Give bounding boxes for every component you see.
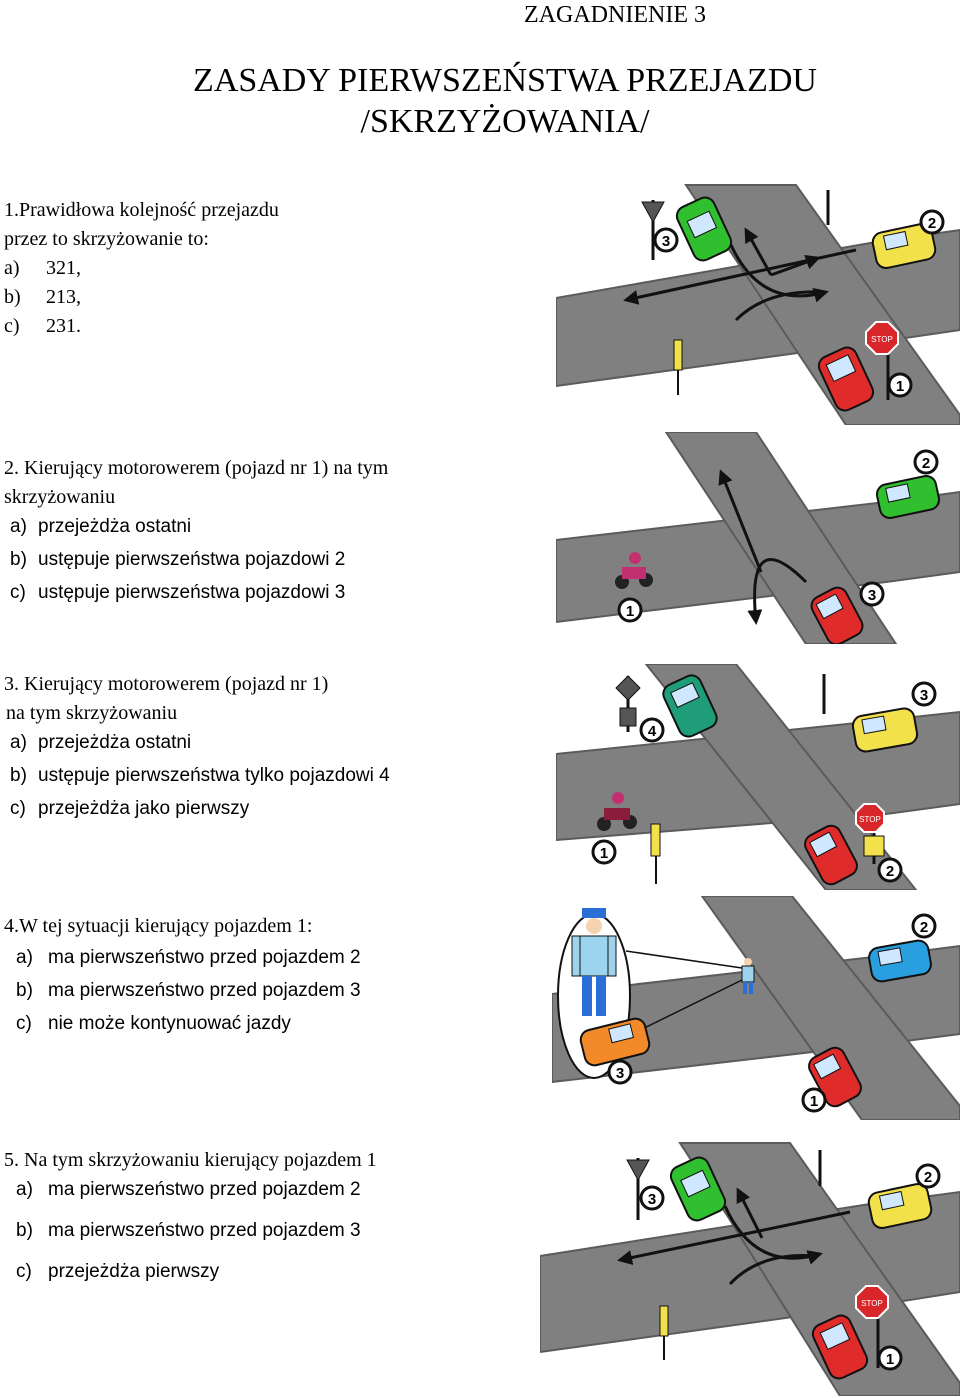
intersection-diagram-4: 2 3 1 bbox=[552, 896, 960, 1120]
question-1-option-b[interactable]: b)213, bbox=[4, 286, 81, 308]
road-vertical bbox=[678, 1142, 960, 1396]
marker-3: 3 bbox=[911, 681, 937, 707]
marker-2: 2 bbox=[911, 913, 937, 939]
question-4-line1: 4.W tej sytuacji kierujący pojazdem 1: bbox=[4, 915, 313, 937]
svg-text:1: 1 bbox=[810, 1093, 818, 1110]
question-2-option-b[interactable]: b)ustępuje pierwszeństwa pojazdowi 2 bbox=[10, 549, 346, 570]
intersection-diagram-5: STOP 3 2 1 bbox=[540, 1138, 960, 1396]
priority-road-sign bbox=[615, 675, 641, 701]
question-1-option-c[interactable]: c)231. bbox=[4, 315, 81, 337]
moped-rider bbox=[597, 792, 637, 831]
topic-heading: ZAGADNIENIE 3 bbox=[524, 2, 706, 28]
question-5-option-b[interactable]: b)ma pierwszeństwo przed pojazdem 3 bbox=[16, 1220, 361, 1241]
svg-text:2: 2 bbox=[922, 455, 930, 472]
question-2-line2: skrzyżowaniu bbox=[4, 486, 116, 508]
svg-text:2: 2 bbox=[924, 1169, 932, 1186]
moped-rider bbox=[615, 552, 653, 589]
marker-1: 1 bbox=[877, 1345, 903, 1371]
svg-text:1: 1 bbox=[626, 603, 634, 620]
stop-sign bbox=[865, 321, 899, 355]
question-3-line2: na tym skrzyżowaniu bbox=[6, 702, 178, 724]
marker-3: 3 bbox=[859, 581, 885, 607]
svg-text:1: 1 bbox=[600, 845, 608, 862]
marker-2: 2 bbox=[915, 1163, 941, 1189]
question-1-line1: 1.Prawidłowa kolejność przejazdu bbox=[4, 199, 279, 221]
yield-sign bbox=[641, 201, 665, 224]
question-2-option-a[interactable]: a)przejeżdża ostatni bbox=[10, 516, 192, 537]
svg-text:2: 2 bbox=[928, 215, 936, 232]
police-officer-small bbox=[741, 958, 755, 994]
svg-text:STOP: STOP bbox=[859, 815, 881, 824]
marker-1: 1 bbox=[801, 1087, 827, 1113]
question-1-option-a[interactable]: a)321, bbox=[4, 257, 81, 279]
question-4-option-b[interactable]: b)ma pierwszeństwo przed pojazdem 3 bbox=[16, 980, 361, 1001]
marker-3: 3 bbox=[607, 1059, 633, 1085]
svg-text:4: 4 bbox=[648, 723, 657, 740]
svg-text:3: 3 bbox=[648, 1191, 656, 1208]
marker-2: 2 bbox=[877, 857, 903, 883]
question-2: 2. Kierujący motorowerem (pojazd nr 1) n… bbox=[4, 454, 388, 607]
svg-text:3: 3 bbox=[616, 1065, 624, 1082]
page-title-line2: /SKRZYŻOWANIA/ bbox=[360, 103, 650, 140]
question-4: 4.W tej sytuacji kierujący pojazdem 1: a… bbox=[4, 912, 361, 1038]
svg-text:3: 3 bbox=[868, 587, 876, 604]
marker-2: 2 bbox=[913, 449, 939, 475]
svg-text:1: 1 bbox=[886, 1351, 894, 1368]
question-1: 1.Prawidłowa kolejność przejazdu przez t… bbox=[4, 196, 279, 341]
question-4-option-c[interactable]: c)nie może kontynuować jazdy bbox=[16, 1013, 291, 1034]
question-3-option-a[interactable]: a)przejeżdża ostatni bbox=[10, 732, 192, 753]
intersection-diagram-3: STOP 4 3 1 2 bbox=[556, 664, 960, 890]
svg-text:2: 2 bbox=[920, 919, 928, 936]
stop-sign bbox=[855, 803, 885, 833]
page-title-line1: ZASADY PIERWSZEŃSTWA PRZEJAZDU bbox=[193, 62, 817, 99]
marker-2: 2 bbox=[919, 209, 945, 235]
question-3-line1: 3. Kierujący motorowerem (pojazd nr 1) bbox=[4, 673, 329, 695]
question-3: 3. Kierujący motorowerem (pojazd nr 1) n… bbox=[4, 670, 390, 823]
intersection-diagram-2: 2 3 1 bbox=[556, 432, 960, 644]
police-officer-large bbox=[571, 908, 617, 1016]
svg-text:1: 1 bbox=[896, 378, 904, 395]
question-5-option-a[interactable]: a)ma pierwszeństwo przed pojazdem 2 bbox=[16, 1179, 361, 1200]
question-3-option-c[interactable]: c)przejeżdża jako pierwszy bbox=[10, 798, 250, 819]
question-5-line1: 5. Na tym skrzyżowaniu kierujący pojazde… bbox=[4, 1149, 377, 1171]
svg-text:STOP: STOP bbox=[871, 335, 893, 344]
question-2-line1: 2. Kierujący motorowerem (pojazd nr 1) n… bbox=[4, 457, 389, 479]
intersection-diagram-1: STOP 3 2 1 bbox=[556, 180, 960, 425]
svg-text:STOP: STOP bbox=[861, 1299, 883, 1308]
marker-1: 1 bbox=[617, 597, 643, 623]
question-1-line2: przez to skrzyżowanie to: bbox=[4, 228, 209, 250]
svg-text:3: 3 bbox=[920, 687, 928, 704]
question-3-option-b[interactable]: b)ustępuje pierwszeństwa tylko pojazdowi… bbox=[10, 765, 390, 786]
svg-text:2: 2 bbox=[886, 863, 894, 880]
yield-sign bbox=[626, 1159, 650, 1182]
marker-3: 3 bbox=[653, 227, 679, 253]
marker-4: 4 bbox=[639, 717, 665, 743]
marker-1: 1 bbox=[887, 372, 913, 398]
marker-3: 3 bbox=[639, 1185, 665, 1211]
stop-sign bbox=[855, 1285, 889, 1319]
svg-text:3: 3 bbox=[662, 233, 670, 250]
question-4-option-a[interactable]: a)ma pierwszeństwo przed pojazdem 2 bbox=[16, 947, 361, 968]
question-2-option-c[interactable]: c)ustępuje pierwszeństwa pojazdowi 3 bbox=[10, 582, 346, 603]
question-5: 5. Na tym skrzyżowaniu kierujący pojazde… bbox=[4, 1146, 377, 1286]
question-5-option-c[interactable]: c)przejeżdża pierwszy bbox=[16, 1261, 220, 1282]
marker-1: 1 bbox=[591, 839, 617, 865]
